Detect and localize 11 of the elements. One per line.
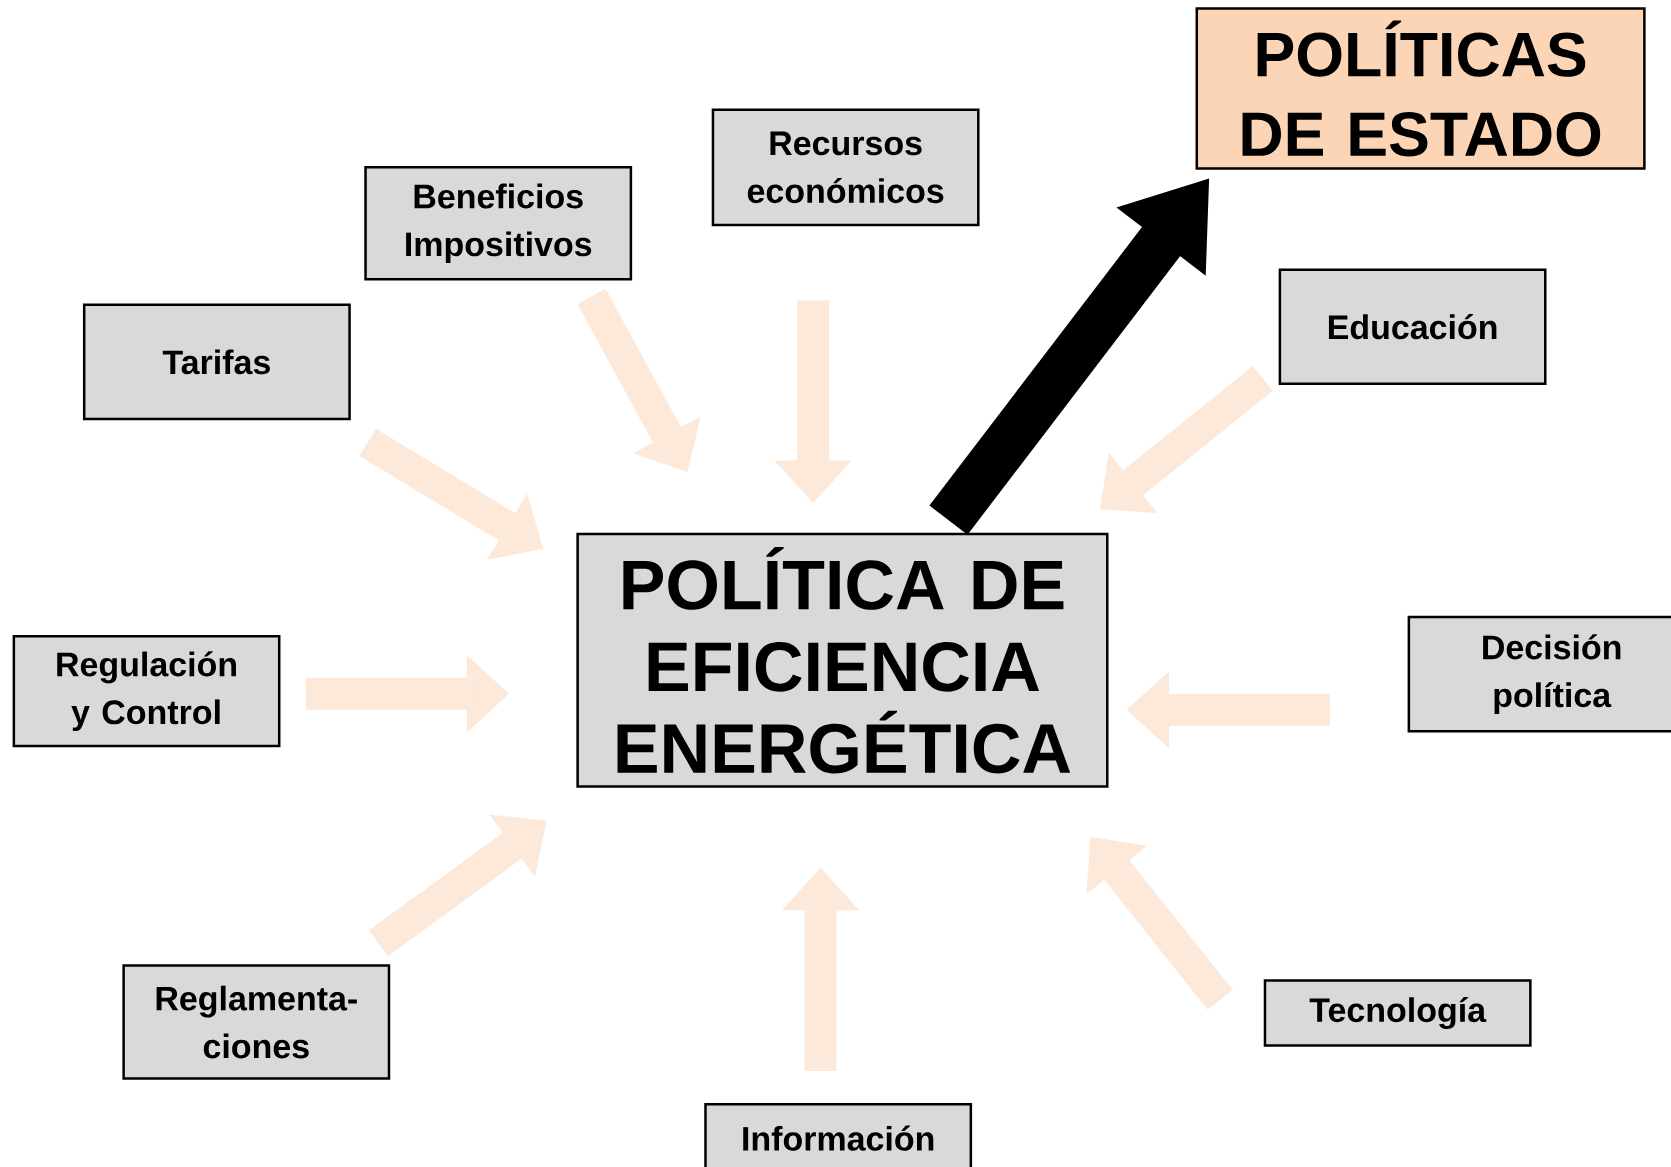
factor-box: Regulación y Control: [12, 635, 281, 748]
factor-box: Beneficios Impositivos: [364, 166, 633, 281]
factor-box: Educación: [1278, 268, 1547, 385]
central-box: POLÍTICA DE EFICIENCIA ENERGÉTICA: [576, 532, 1109, 788]
factor-box: Recursos económicos: [711, 108, 980, 227]
factor-box: Información: [704, 1102, 973, 1167]
factor-box: Decisión política: [1407, 615, 1671, 733]
factor-box: Tecnología: [1263, 979, 1532, 1047]
factor-box: Reglamenta-ciones: [122, 964, 391, 1080]
heading-box: POLÍTICAS DE ESTADO: [1195, 7, 1646, 170]
factor-box: Tarifas: [82, 303, 351, 421]
